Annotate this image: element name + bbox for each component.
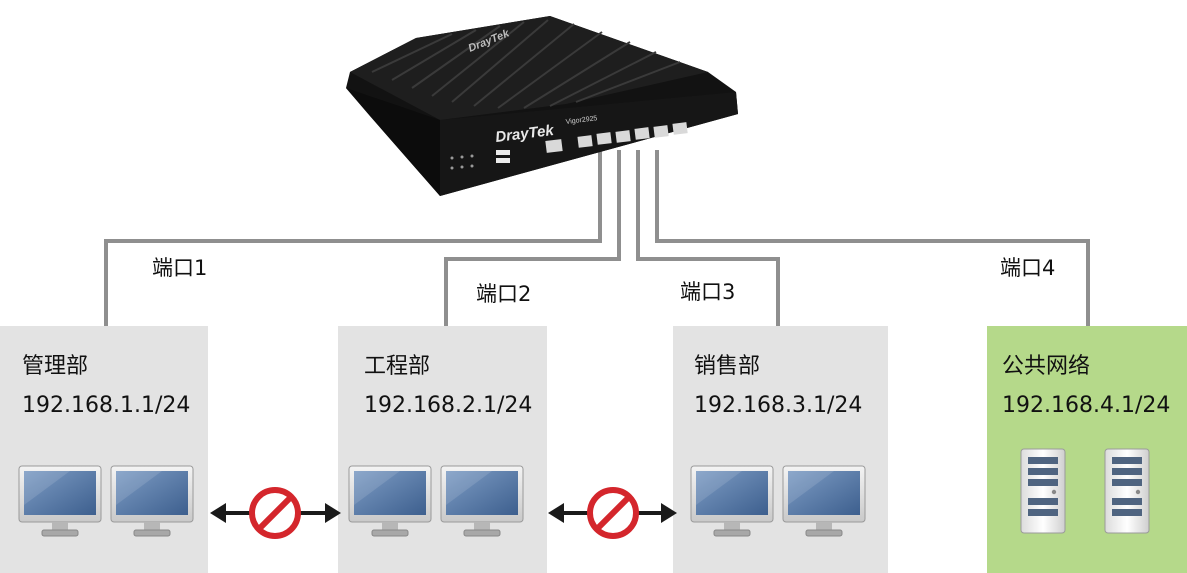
blocked-link-engineering-sales (548, 487, 677, 539)
port-label-3: 端口3 (680, 280, 736, 304)
router-icon: DrayTek DrayTek Vigor2925 (346, 16, 738, 196)
network-name: 管理部 (22, 354, 89, 379)
network-ip: 192.168.3.1/24 (694, 393, 863, 418)
port-label-4: 端口4 (1000, 256, 1056, 280)
router-model: Vigor2925 (565, 115, 598, 126)
server-icon (1104, 448, 1150, 534)
cable-port-1 (104, 150, 602, 326)
network-ip: 192.168.4.1/24 (1002, 393, 1171, 418)
cables (104, 150, 1090, 326)
network-name: 销售部 (694, 354, 761, 379)
server-icon (1020, 448, 1066, 534)
network-area-public (987, 326, 1187, 573)
prohibited-icon (249, 487, 301, 539)
cable-port-4 (655, 150, 1090, 326)
network-name: 公共网络 (1002, 354, 1091, 379)
router-leds (450, 154, 474, 170)
network-ip: 192.168.2.1/24 (364, 393, 533, 418)
network-area-admin (0, 326, 208, 573)
network-name: 工程部 (364, 354, 431, 379)
port-label-1: 端口1 (152, 256, 208, 280)
blocked-link-admin-engineering (210, 487, 341, 539)
prohibited-icon (587, 487, 639, 539)
port-label-2: 端口2 (476, 282, 532, 306)
cable-port-3 (636, 150, 780, 326)
router-ports (545, 122, 688, 153)
router-usb (496, 150, 510, 163)
network-area-sales (673, 326, 888, 573)
cable-port-2 (444, 150, 621, 326)
network-ip: 192.168.1.1/24 (22, 393, 191, 418)
